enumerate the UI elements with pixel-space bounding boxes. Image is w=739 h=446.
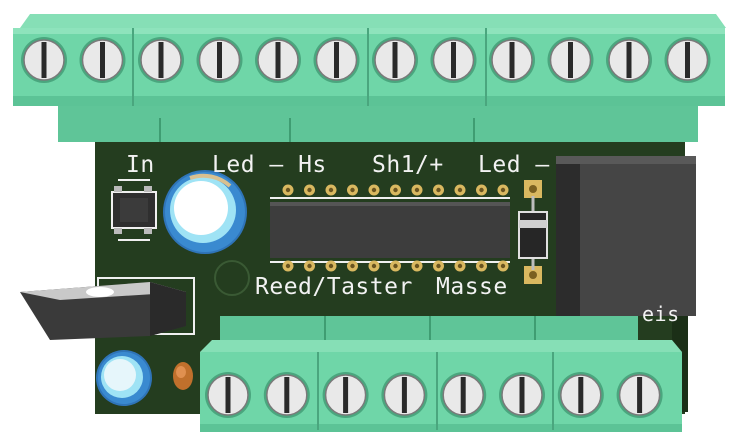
voltage-regulator [20,277,195,340]
ic-pin-hole [350,187,355,193]
diode [518,180,548,284]
mounting-hole [214,260,250,296]
ic-pin-hole [371,187,377,193]
ic-pin-hole [285,263,291,269]
top-terminal-base [58,100,698,142]
bottom-terminal-screw [381,372,428,418]
ic-pin-hole [328,263,334,269]
silk-label-masse: Masse [436,274,508,300]
bottom-terminal-screw [499,372,545,418]
bottom-terminal-screw [205,372,251,418]
bottom-terminal-screw [616,372,663,418]
bottom-terminal-screw [322,372,369,418]
ic-pin-hole [414,263,420,269]
top-terminal-screw [79,37,126,83]
bottom-terminal-screw [440,372,487,418]
bridge-rectifier [111,179,157,241]
relay [556,156,696,316]
ic-pin-hole [500,263,506,269]
top-terminal-screw [138,37,184,83]
silk-label-led-hs: Led – Hs [212,152,327,178]
top-terminal-block [13,14,726,106]
bottom-terminal-block [200,340,682,432]
ic-pin-hole [457,263,463,269]
silk-label-in: In [126,152,155,178]
top-terminal-screw [196,37,243,83]
ic-pin-hole [500,187,506,193]
ic-pin-hole [479,263,484,269]
ic-pin-hole [350,263,355,269]
ic-pin-hole [414,187,420,193]
ic-pin-hole [436,263,441,269]
ceramic-capacitor [173,362,193,390]
ic-pin-hole [479,187,484,193]
top-terminal-screw [372,37,418,83]
ic-pin-hole [393,263,398,269]
top-terminal-screw [606,37,652,83]
top-terminal-screw [313,37,360,83]
top-terminal-screw [489,37,535,83]
bottom-terminal-screw [263,372,310,418]
bottom-terminal-screw [557,372,604,418]
silk-label-led-partial: Led – [478,152,550,178]
ic-pin-hole [436,187,441,193]
ic-chip [270,184,510,272]
ic-pin-hole [328,187,334,193]
top-terminal-screw [664,37,711,83]
ic-pin-hole [307,187,312,193]
electrolytic-capacitor-large [163,170,247,254]
silk-label-reed-taster: Reed/Taster [255,274,413,300]
ic-pin-hole [285,187,291,193]
ic-pin-hole [307,263,312,269]
electrolytic-capacitor-small [96,350,152,406]
ic-pin-hole [371,263,377,269]
top-terminal-screw [547,37,594,83]
ic-pin-hole [457,187,463,193]
top-terminal-screw [430,37,477,83]
top-terminal-screw [255,37,301,83]
silk-label-sh1: Sh1/+ [372,152,444,178]
silk-label-edge-fragment: eis [642,302,680,326]
ic-pin-hole [393,187,398,193]
top-terminal-screw [21,37,67,83]
